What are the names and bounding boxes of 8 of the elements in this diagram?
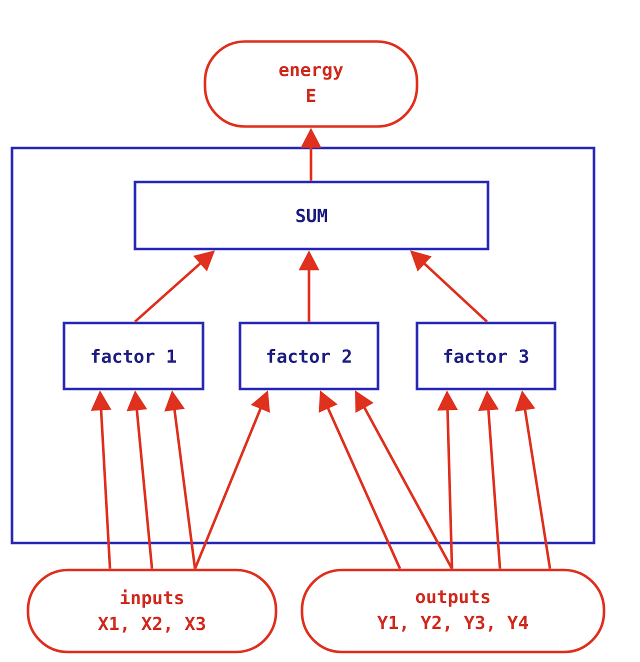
process-box: factor 2 [238, 322, 380, 390]
frame-box [10, 146, 596, 544]
process-box: factor 3 [416, 322, 556, 390]
process-box: SUM [134, 180, 490, 250]
process-box: factor 1 [62, 322, 204, 390]
rounded-box: outputs Y1, Y2, Y3, Y4 [300, 568, 606, 654]
rounded-box: energy E [204, 40, 418, 128]
rounded-box: inputs X1, X2, X3 [26, 568, 278, 654]
